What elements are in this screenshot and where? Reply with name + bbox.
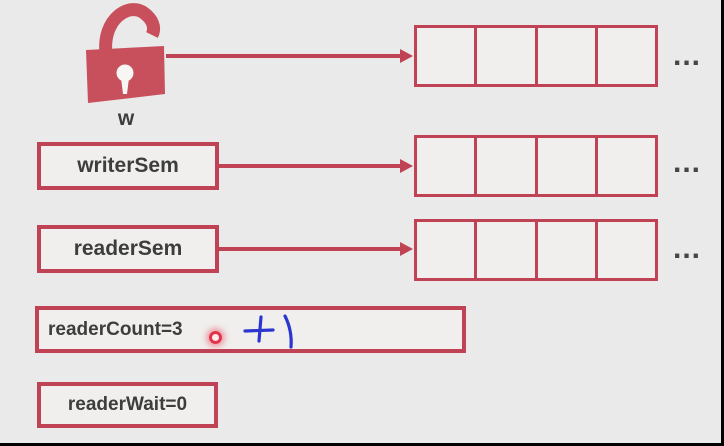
queue-cell (594, 222, 655, 278)
queue-cell (534, 28, 595, 84)
queue-cell (474, 28, 534, 84)
queue-cell (474, 222, 534, 278)
lock-label: w (117, 107, 135, 130)
queue-cell (417, 222, 474, 278)
arrow-readersem-to-queue (219, 247, 402, 251)
queue-cell (417, 28, 474, 84)
queue-cell (417, 138, 474, 194)
reader-wait-label: readerWait=0 (67, 394, 188, 415)
writer-sem-box: writerSem (37, 142, 219, 190)
writer-sem-label: writerSem (77, 154, 179, 177)
queue-cell (534, 222, 595, 278)
pointer-dot (209, 331, 222, 344)
queue-cell (594, 28, 655, 84)
arrow-lock-to-queue (166, 54, 402, 58)
reader-sem-queue (414, 219, 658, 281)
ellipsis-dots: ... (673, 146, 702, 179)
write-lock-queue (414, 25, 658, 87)
reader-sem-box: readerSem (37, 225, 219, 273)
frame-edge-bottom (0, 443, 724, 446)
queue-cell (534, 138, 595, 194)
queue-cell (594, 138, 655, 194)
handwritten-plus-one (243, 314, 293, 349)
open-padlock-icon (86, 3, 165, 103)
arrow-writersem-to-queue-head (400, 159, 413, 173)
reader-count-box: readerCount=3 (35, 306, 466, 353)
arrow-lock-to-queue-head (400, 49, 413, 63)
queue-cell (474, 138, 534, 194)
reader-sem-label: readerSem (73, 237, 183, 260)
frame-edge-right (721, 0, 724, 446)
writer-sem-queue (414, 135, 658, 197)
arrow-writersem-to-queue (219, 164, 402, 168)
ellipsis-dots: ... (673, 232, 702, 265)
arrow-readersem-to-queue-head (400, 242, 413, 256)
ellipsis-dots: ... (673, 39, 702, 72)
reader-wait-box: readerWait=0 (37, 382, 218, 428)
reader-count-label: readerCount=3 (48, 318, 183, 340)
